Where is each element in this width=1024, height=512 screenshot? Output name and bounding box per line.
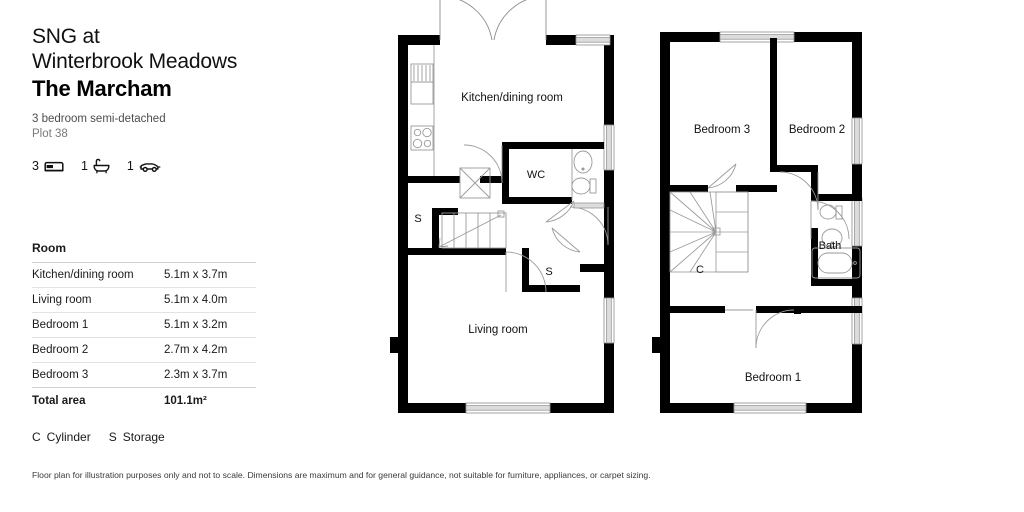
ground-floor-doors (463, 144, 609, 293)
bath-basin (821, 228, 843, 248)
first-floor-windows (719, 31, 863, 414)
bath-toilet (819, 204, 837, 220)
key-letter-c: C (32, 430, 41, 444)
floor-plan-drawing: Kitchen/dining room Living room WC S S (390, 0, 863, 414)
ground-floor-internal-walls (398, 142, 604, 292)
first-floor-plan: Bedroom 3 Bedroom 2 Bedroom 1 Bath C (652, 31, 863, 414)
disclaimer-text: Floor plan for illustration purposes onl… (32, 470, 651, 480)
spec-bathrooms: 1 (81, 158, 110, 174)
appliance-washing-machine (459, 167, 491, 199)
room-name: Living room (32, 287, 164, 313)
first-floor-doors (707, 163, 850, 349)
table-header-row: Room (32, 235, 256, 263)
key-entry-storage: S Storage (109, 430, 165, 444)
spec-bedrooms-count: 3 (32, 159, 39, 173)
room-name: Bedroom 2 (32, 337, 164, 363)
room-dimensions: 2.3m x 3.7m (164, 362, 256, 388)
room-dimensions: 5.1m x 4.0m (164, 287, 256, 313)
kitchen-fixtures (410, 45, 491, 199)
french-doors-kitchen (439, 0, 547, 41)
room-label-bedroom-3: Bedroom 3 (694, 124, 750, 136)
key-letter-s: S (108, 430, 117, 444)
room-name: Bedroom 1 (32, 312, 164, 338)
table-row: Kitchen/dining room 5.1m x 3.7m (32, 262, 256, 288)
hob (410, 125, 434, 151)
room-dimensions-table: Room Kitchen/dining room 5.1m x 3.7m Liv… (32, 235, 256, 413)
spec-parking: 1 (127, 159, 161, 173)
plot-number: Plot 38 (32, 128, 68, 140)
spec-summary: 3 1 1 (32, 156, 332, 176)
room-label-bedroom-1: Bedroom 1 (745, 372, 801, 384)
bed-icon (44, 159, 64, 173)
room-label-storage-2: S (545, 266, 552, 278)
bath-fixtures (811, 204, 861, 279)
bathtub (811, 247, 861, 279)
spec-parking-count: 1 (126, 159, 134, 173)
table-row: Bedroom 1 5.1m x 3.2m (32, 312, 256, 338)
room-name: Kitchen/dining room (32, 262, 164, 288)
column-header-room: Room (32, 235, 164, 263)
development-name-line1: SNG at (32, 25, 100, 48)
table-row: Bedroom 2 2.7m x 4.2m (32, 337, 256, 363)
table-row: Living room 5.1m x 4.0m (32, 287, 256, 313)
bath-icon (93, 158, 110, 174)
total-area-value: 101.1m² (164, 395, 207, 407)
ground-floor-windows (465, 34, 615, 414)
room-name: Bedroom 3 (32, 362, 164, 388)
plan-key: C Cylinder S Storage (32, 430, 165, 444)
info-panel: SNG at Winterbrook Meadows The Marcham 3… (32, 24, 332, 176)
ground-floor-plan: Kitchen/dining room Living room WC S S (390, 0, 615, 414)
room-label-living-room: Living room (468, 324, 527, 336)
house-type-subtitle: 3 bedroom semi-detached (32, 113, 166, 125)
wc-fixtures (571, 149, 597, 200)
table-row-total: Total area 101.1m² (32, 388, 256, 414)
room-label-storage-1: S (414, 213, 421, 225)
wc-toilet (571, 177, 591, 195)
first-floor-staircase (669, 191, 749, 273)
room-label-bedroom-2: Bedroom 2 (789, 124, 845, 136)
column-header-dimensions (164, 235, 256, 263)
room-dimensions: 2.7m x 4.2m (164, 337, 256, 363)
key-label-cylinder: Cylinder (46, 430, 91, 444)
room-label-cylinder: C (696, 264, 704, 276)
spec-bedrooms: 3 (32, 159, 64, 173)
room-label-wc: WC (527, 169, 545, 181)
development-name: SNG at Winterbrook Meadows (32, 24, 332, 74)
car-icon (139, 160, 161, 173)
ground-floor-staircase (438, 210, 507, 249)
table-row: Bedroom 3 2.3m x 3.7m (32, 362, 256, 388)
room-label-bath: Bath (819, 240, 842, 252)
total-area-label: Total area (32, 395, 86, 407)
house-type-title: The Marcham (32, 76, 172, 101)
first-floor-walls (652, 32, 862, 413)
room-dimensions: 5.1m x 3.7m (164, 262, 256, 288)
floor-plans: Kitchen/dining room Living room WC S S (370, 0, 1024, 470)
key-label-storage: Storage (122, 430, 165, 444)
room-label-kitchen-dining: Kitchen/dining room (461, 92, 563, 104)
spec-bathrooms-count: 1 (80, 159, 88, 173)
wc-basin (573, 150, 593, 174)
development-name-line2: Winterbrook Meadows (32, 50, 238, 73)
room-dimensions: 5.1m x 3.2m (164, 312, 256, 338)
first-floor-internal-walls (670, 38, 862, 314)
key-entry-cylinder: C Cylinder (32, 430, 91, 444)
